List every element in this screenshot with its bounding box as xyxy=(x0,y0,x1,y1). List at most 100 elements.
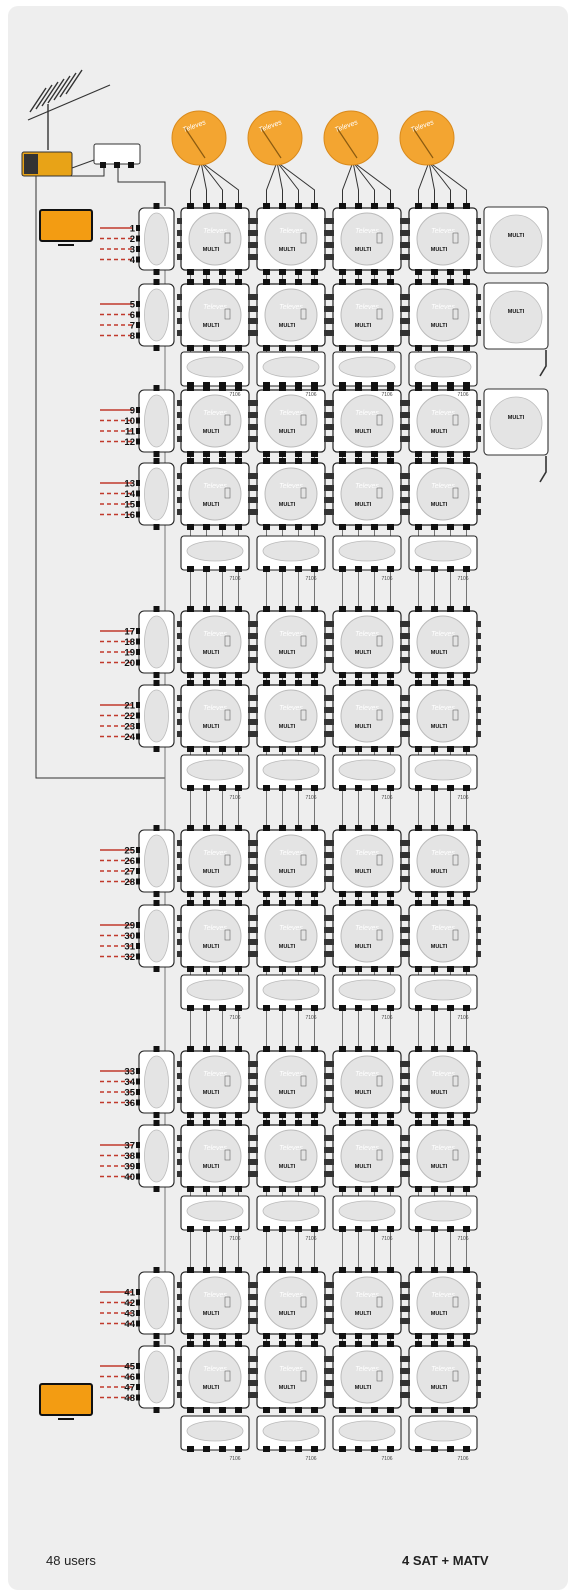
side-connector xyxy=(324,1073,329,1079)
output-port xyxy=(311,1186,318,1192)
side-connector xyxy=(253,633,258,639)
side-connector xyxy=(476,436,481,442)
output-port xyxy=(431,966,438,972)
side-connector xyxy=(253,330,258,336)
side-connector xyxy=(405,657,410,663)
user-number: 9 xyxy=(130,406,135,417)
side-connector xyxy=(177,951,182,957)
side-connector xyxy=(476,1282,481,1288)
user-number: 42 xyxy=(124,1298,135,1309)
user-number: 34 xyxy=(124,1077,135,1088)
output-port xyxy=(355,891,362,897)
side-connector xyxy=(400,731,405,737)
output-port xyxy=(311,524,318,530)
side-connector xyxy=(329,864,334,870)
input-port xyxy=(355,825,362,831)
product-label: MULTI xyxy=(203,1311,220,1317)
input-port xyxy=(387,1341,394,1347)
amplifier-port xyxy=(279,1226,286,1232)
antenna-element xyxy=(30,88,46,112)
side-connector xyxy=(405,621,410,627)
input-port xyxy=(371,203,378,209)
amplifier-code: 7106 xyxy=(457,795,468,801)
output-port xyxy=(387,1333,394,1339)
side-connector xyxy=(253,915,258,921)
side-connector xyxy=(177,1392,182,1398)
side-connector xyxy=(400,1073,405,1079)
output-port xyxy=(447,1186,454,1192)
side-connector xyxy=(476,1159,481,1165)
amplifier: 7106 xyxy=(409,1196,477,1242)
side-connector xyxy=(177,509,182,515)
side-connector xyxy=(405,436,410,442)
side-connector xyxy=(248,1368,253,1374)
brand-label: Televes xyxy=(355,925,379,932)
multiswitch: TelevesMULTI xyxy=(177,1120,253,1192)
output-port xyxy=(279,451,286,457)
side-connector xyxy=(329,1061,334,1067)
output-port xyxy=(463,1333,470,1339)
amplifier-port xyxy=(279,1005,286,1011)
amplifier-port xyxy=(387,1446,394,1452)
output-port xyxy=(431,672,438,678)
combiner xyxy=(94,144,140,168)
user-number: 15 xyxy=(124,500,135,511)
output-port xyxy=(355,524,362,530)
power-supply-disc xyxy=(490,291,542,343)
input-port xyxy=(415,1341,422,1347)
amplifier-disc xyxy=(263,980,319,1000)
user-output-port xyxy=(136,236,140,242)
side-connector xyxy=(329,497,334,503)
brand-label: Televes xyxy=(279,1145,303,1152)
input-port xyxy=(187,458,194,464)
amplifier-disc xyxy=(339,541,395,561)
input-port xyxy=(235,606,242,612)
amplifier-port xyxy=(371,566,378,572)
side-connector xyxy=(329,927,334,933)
product-label: MULTI xyxy=(355,429,372,435)
antenna-element xyxy=(36,85,52,109)
output-port xyxy=(371,1333,378,1339)
input-port xyxy=(279,825,286,831)
output-port xyxy=(219,451,226,457)
amplifier-disc xyxy=(415,541,471,561)
side-connector xyxy=(329,1294,334,1300)
user-output-port xyxy=(136,723,140,729)
side-connector xyxy=(329,473,334,479)
input-port xyxy=(431,1046,438,1052)
product-label: MULTI xyxy=(279,1090,296,1096)
input-port xyxy=(235,1267,242,1273)
side-connector xyxy=(253,852,258,858)
amplifier-disc xyxy=(339,1421,395,1441)
side-connector xyxy=(476,951,481,957)
side-connector xyxy=(177,1135,182,1141)
output-port xyxy=(447,672,454,678)
side-connector xyxy=(405,412,410,418)
splitter-port xyxy=(154,524,160,530)
multiswitch: TelevesMULTI xyxy=(253,458,329,530)
side-connector xyxy=(476,254,481,260)
lnb-cable xyxy=(201,162,223,206)
multiswitch: TelevesMULTI xyxy=(253,606,329,678)
output-port xyxy=(279,1112,286,1118)
user-number: 38 xyxy=(124,1151,135,1162)
user-number: 30 xyxy=(124,931,135,942)
side-connector xyxy=(405,864,410,870)
brand-label: Televes xyxy=(203,1071,227,1078)
amplifier-disc xyxy=(263,541,319,561)
amplifier-code: 7106 xyxy=(305,1015,316,1021)
output-port xyxy=(371,1186,378,1192)
brand-label: Televes xyxy=(279,925,303,932)
side-connector xyxy=(324,633,329,639)
side-connector xyxy=(329,707,334,713)
side-connector xyxy=(400,951,405,957)
amplifier-port xyxy=(355,1005,362,1011)
multiswitch-disc xyxy=(417,468,469,520)
side-connector xyxy=(248,1282,253,1288)
output-port xyxy=(187,746,194,752)
output-port xyxy=(463,1186,470,1192)
input-port xyxy=(447,680,454,686)
side-connector xyxy=(324,645,329,651)
multiswitch-disc xyxy=(341,835,393,887)
product-label: MULTI xyxy=(431,650,448,656)
